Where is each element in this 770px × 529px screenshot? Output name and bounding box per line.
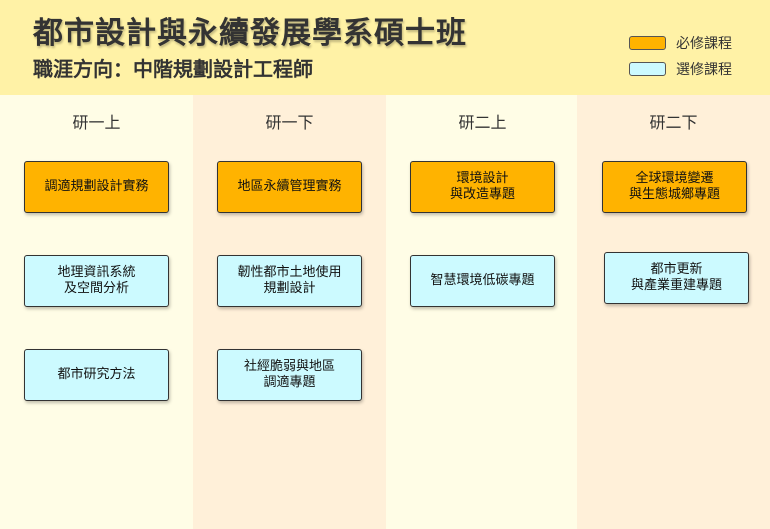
column-year2-fall: 研二上 環境設計 與改造專題 智慧環境低碳專題 — [386, 95, 579, 529]
legend-required: 必修課程 — [629, 34, 732, 52]
legend-label-required: 必修課程 — [676, 36, 732, 52]
course-box[interactable]: 地區永續管理實務 — [217, 161, 362, 213]
header-band: 都市設計與永續發展學系碩士班 職涯方向：中階規劃設計工程師 必修課程 選修課程 — [0, 0, 770, 95]
course-box[interactable]: 調適規劃設計實務 — [24, 161, 169, 213]
course-box[interactable]: 全球環境變遷 與生態城鄉專題 — [602, 161, 747, 213]
column-header: 研二上 — [458, 113, 507, 132]
page-subtitle: 職涯方向：中階規劃設計工程師 — [33, 57, 313, 81]
column-year1-fall: 研一上 調適規劃設計實務 地理資訊系統 及空間分析 都市研究方法 — [0, 95, 193, 529]
column-year2-spring: 研二下 全球環境變遷 與生態城鄉專題 都市更新 與產業重建專題 — [577, 95, 770, 529]
course-box[interactable]: 韌性都市土地使用 規劃設計 — [217, 255, 362, 307]
column-header: 研二下 — [649, 113, 698, 132]
column-header: 研一下 — [265, 113, 314, 132]
course-box[interactable]: 社經脆弱與地區 調適專題 — [217, 349, 362, 401]
legend-label-elective: 選修課程 — [676, 62, 732, 78]
column-year1-spring: 研一下 地區永續管理實務 韌性都市土地使用 規劃設計 社經脆弱與地區 調適專題 — [193, 95, 386, 529]
page-title: 都市設計與永續發展學系碩士班 — [33, 16, 467, 51]
legend-swatch-required — [629, 36, 666, 50]
legend-swatch-elective — [629, 62, 666, 76]
course-box[interactable]: 智慧環境低碳專題 — [410, 255, 555, 307]
course-box[interactable]: 都市更新 與產業重建專題 — [604, 252, 749, 304]
course-box[interactable]: 地理資訊系統 及空間分析 — [24, 255, 169, 307]
legend-elective: 選修課程 — [629, 60, 732, 78]
course-box[interactable]: 環境設計 與改造專題 — [410, 161, 555, 213]
course-box[interactable]: 都市研究方法 — [24, 349, 169, 401]
column-header: 研一上 — [72, 113, 121, 132]
